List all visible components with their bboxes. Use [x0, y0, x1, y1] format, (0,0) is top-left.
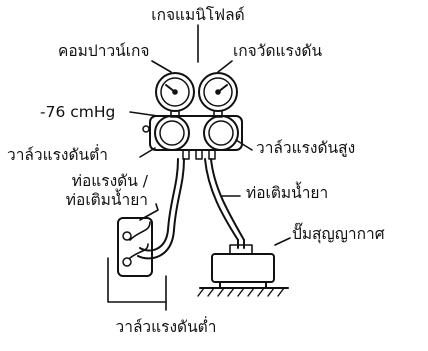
compound-gauge-icon — [155, 72, 195, 118]
compound-gauge-label: คอมปาวน์เกจ — [58, 42, 150, 60]
low-pressure-valve-bottom-label: วาล์วแรงดันต่ำ — [115, 318, 217, 336]
pressure-charge-hose-label-line1: ท่อแรงดัน / — [71, 172, 148, 190]
pressure-gauge-icon — [198, 72, 238, 118]
pressure-gauge-label: เกจวัดแรงดัน — [233, 42, 323, 60]
charge-hose — [204, 158, 245, 249]
charge-hose-label: ท่อเติมน้ำยา — [246, 184, 329, 202]
manifold-body — [142, 115, 243, 160]
manifold-gauge-label: เกจแมนิโฟลด์ — [151, 6, 245, 24]
vacuum-pump-icon — [197, 244, 289, 297]
low-pressure-hose — [137, 158, 185, 260]
high-pressure-valve-label: วาล์วแรงดันสูง — [256, 139, 356, 157]
bottom-leader — [107, 257, 167, 311]
pressure-charge-hose-label-line2: ท่อเติมน้ำยา — [65, 191, 148, 209]
service-port-icon — [117, 203, 159, 277]
vacuum-reading-label: -76 cmHg — [40, 103, 116, 121]
low-pressure-valve-label: วาล์วแรงดันต่ำ — [7, 146, 108, 164]
vacuum-pump-label: ปั๊มสุญญากาศ — [292, 225, 385, 243]
leader-lines — [129, 24, 291, 246]
